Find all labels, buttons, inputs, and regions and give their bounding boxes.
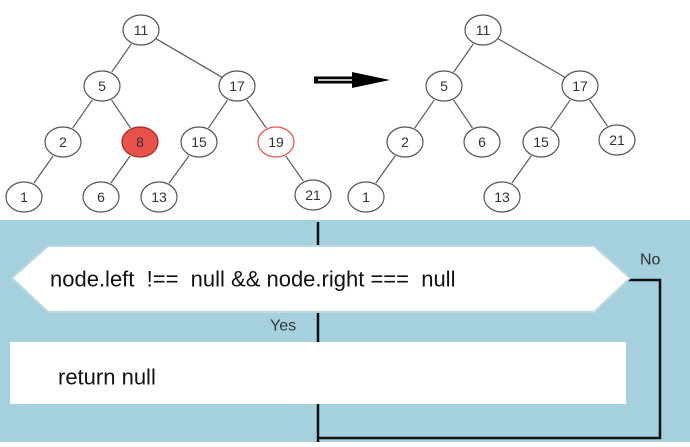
tree-node-13: 13 — [483, 181, 521, 213]
tree-edge — [110, 155, 131, 184]
node-label: 1 — [20, 189, 28, 205]
node-label: 1 — [362, 189, 370, 205]
no-label: No — [640, 252, 661, 269]
tree-node-1: 1 — [347, 181, 385, 213]
node-label: 13 — [151, 189, 167, 205]
tree-edge — [72, 99, 93, 129]
tree-edge — [497, 37, 566, 79]
node-label: 11 — [476, 22, 491, 38]
node-circle — [83, 70, 121, 102]
tree-edge — [511, 155, 532, 184]
tree-edge — [375, 155, 396, 184]
tree-node-13: 13 — [140, 181, 178, 213]
node-label: 8 — [136, 134, 144, 150]
tree-node-19: 19 — [257, 126, 295, 158]
node-label: 19 — [268, 134, 284, 150]
flowchart-panel: node.left !== null && node.right === nul… — [0, 220, 690, 442]
tree-edge — [453, 99, 473, 129]
tree-node-21: 21 — [598, 124, 636, 156]
tree-node-1: 1 — [5, 181, 43, 213]
tree-node-21: 21 — [294, 179, 332, 211]
tree-node-17: 17 — [561, 70, 599, 102]
node-circle — [180, 126, 218, 158]
tree-node-6: 6 — [463, 126, 501, 158]
decision-condition: node.left !== null && node.right === nul… — [50, 267, 455, 292]
node-label: 11 — [134, 22, 149, 38]
tree-node-15: 15 — [180, 126, 218, 158]
node-circle — [522, 126, 560, 158]
tree-edge — [453, 43, 474, 73]
node-circle — [122, 14, 160, 46]
decision-shape — [10, 245, 632, 313]
node-label: 5 — [98, 78, 106, 94]
tree-node-11: 11 — [464, 14, 502, 46]
node-label: 13 — [494, 189, 510, 205]
node-label: 17 — [229, 78, 245, 94]
node-circle — [218, 70, 256, 102]
node-circle — [5, 181, 43, 213]
node-label: 15 — [533, 134, 549, 150]
action-box — [10, 342, 626, 404]
node-circle — [561, 70, 599, 102]
action-text: return null — [58, 365, 156, 390]
node-label: 2 — [401, 134, 409, 150]
tree-node-2: 2 — [44, 126, 82, 158]
tree-node-17: 17 — [218, 70, 256, 102]
yes-label: Yes — [270, 318, 296, 335]
node-circle — [140, 181, 178, 213]
tree-after: 11 5 17 2 6 15 21 1 13 — [347, 14, 636, 213]
node-circle — [294, 179, 332, 211]
tree-edge — [246, 99, 267, 129]
node-label: 2 — [59, 134, 67, 150]
tree-node-15: 15 — [522, 126, 560, 158]
transform-arrow-icon — [314, 72, 390, 88]
tree-edge — [550, 99, 571, 129]
node-circle — [386, 126, 424, 158]
node-circle — [425, 70, 463, 102]
tree-node-11: 11 — [122, 14, 160, 46]
no-branch-line — [318, 278, 662, 440]
tree-edge — [285, 155, 304, 182]
tree-node-8: 8 — [121, 126, 159, 158]
node-label: 21 — [305, 187, 321, 203]
tree-node-6: 6 — [82, 181, 120, 213]
node-circle — [82, 181, 120, 213]
node-circle — [121, 126, 159, 158]
tree-node-5: 5 — [83, 70, 121, 102]
node-label: 6 — [97, 189, 105, 205]
tree-edge — [208, 99, 228, 129]
node-label: 5 — [440, 78, 448, 94]
tree-edge — [33, 155, 54, 184]
node-label: 21 — [609, 132, 625, 148]
tree-edge — [589, 99, 608, 127]
node-circle — [464, 14, 502, 46]
tree-edge — [155, 38, 223, 78]
tree-node-2: 2 — [386, 126, 424, 158]
node-circle — [44, 126, 82, 158]
node-circle — [257, 126, 295, 158]
node-circle — [463, 126, 501, 158]
node-label: 15 — [191, 134, 207, 150]
flowchart: node.left !== null && node.right === nul… — [10, 222, 662, 442]
tree-edge — [111, 99, 131, 129]
tree-node-5: 5 — [425, 70, 463, 102]
node-label: 17 — [572, 78, 588, 94]
node-circle — [347, 181, 385, 213]
node-circle — [483, 181, 521, 213]
tree-edge — [168, 155, 190, 184]
node-label: 6 — [478, 134, 486, 150]
node-circle — [598, 124, 636, 156]
tree-edge — [414, 99, 435, 129]
tree-edge — [111, 43, 132, 73]
